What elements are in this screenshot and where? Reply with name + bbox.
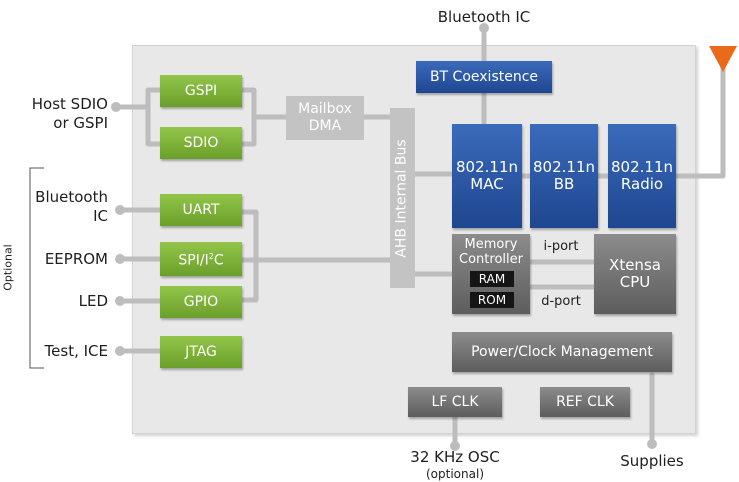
dma-label: DMA	[308, 118, 342, 134]
spi-i2c-label: SPI/I2C	[178, 248, 223, 270]
mac-label: MAC	[470, 175, 504, 193]
ram-label: RAM	[478, 272, 506, 286]
host-sdio-label: Host SDIO	[31, 95, 108, 113]
mailbox-label: Mailbox	[298, 101, 352, 117]
bt-coexistence-block: BT Coexistence	[416, 61, 552, 93]
bb-label: BB	[553, 175, 575, 193]
spi-i2c-prefix: SPI/I	[178, 252, 209, 269]
rom-block: ROM	[470, 292, 514, 308]
host-gspi-label: or GSPI	[53, 114, 108, 132]
bt-coexistence-label: BT Coexistence	[429, 68, 539, 85]
power-clock-block: Power/Clock Management	[452, 332, 672, 372]
bluetooth-ic-left-label-2: IC	[93, 207, 108, 225]
lf-clk-label: LF CLK	[431, 393, 479, 410]
gpio-block: GPIO	[160, 286, 242, 318]
spi-i2c-superscript: 2	[208, 252, 214, 262]
radio-label: Radio	[620, 175, 664, 193]
radio-block: 802.11n Radio	[608, 124, 676, 228]
eeprom-label: EEPROM	[44, 250, 108, 268]
gspi-label: GSPI	[184, 82, 218, 99]
cpu-label: CPU	[619, 273, 651, 291]
jtag-label: JTAG	[185, 343, 217, 360]
ahb-bus-label: AHB Internal Bus	[394, 138, 410, 258]
gpio-label: GPIO	[183, 293, 219, 310]
ref-clk-block: REF CLK	[540, 387, 630, 417]
sdio-label: SDIO	[183, 134, 219, 151]
spi-i2c-suffix: C	[213, 252, 224, 269]
test-ice-label: Test, ICE	[44, 342, 108, 360]
bb-std-label: 802.11n	[533, 158, 595, 176]
mac-block: 802.11n MAC	[452, 124, 522, 228]
baseband-block: 802.11n BB	[530, 124, 598, 228]
mailbox-dma-block: Mailbox DMA	[286, 96, 364, 140]
gspi-block: GSPI	[160, 75, 242, 107]
osc-label: 32 KHz OSC	[410, 448, 500, 466]
bluetooth-ic-top-label: Bluetooth IC	[437, 8, 531, 26]
memory-label: Memory	[464, 237, 518, 252]
osc-optional-label: (optional)	[426, 467, 484, 481]
rom-label: ROM	[477, 293, 507, 307]
xtensa-label: Xtensa	[609, 256, 661, 274]
i-port-label: i-port	[543, 239, 579, 254]
bluetooth-ic-left-label: Bluetooth	[35, 188, 108, 206]
optional-side-label: Optional	[1, 244, 15, 291]
power-clock-label: Power/Clock Management	[471, 343, 653, 360]
sdio-block: SDIO	[160, 127, 242, 159]
jtag-block: JTAG	[160, 336, 242, 368]
d-port-label: d-port	[541, 294, 581, 309]
led-label: LED	[78, 292, 108, 310]
ahb-internal-bus: AHB Internal Bus	[390, 108, 415, 288]
uart-label: UART	[182, 201, 220, 218]
uart-block: UART	[160, 194, 242, 226]
memory-controller-title: Memory Controller	[459, 237, 523, 267]
xtensa-cpu-block: Xtensa CPU	[594, 234, 676, 314]
spi-i2c-block: SPI/I2C	[160, 242, 242, 276]
radio-std-label: 802.11n	[611, 158, 673, 176]
controller-label: Controller	[459, 252, 523, 267]
mac-std-label: 802.11n	[456, 158, 518, 176]
antenna-icon	[709, 46, 737, 72]
supplies-label: Supplies	[620, 452, 684, 470]
ref-clk-label: REF CLK	[556, 393, 614, 410]
lf-clk-block: LF CLK	[408, 387, 502, 417]
ram-block: RAM	[470, 271, 514, 287]
